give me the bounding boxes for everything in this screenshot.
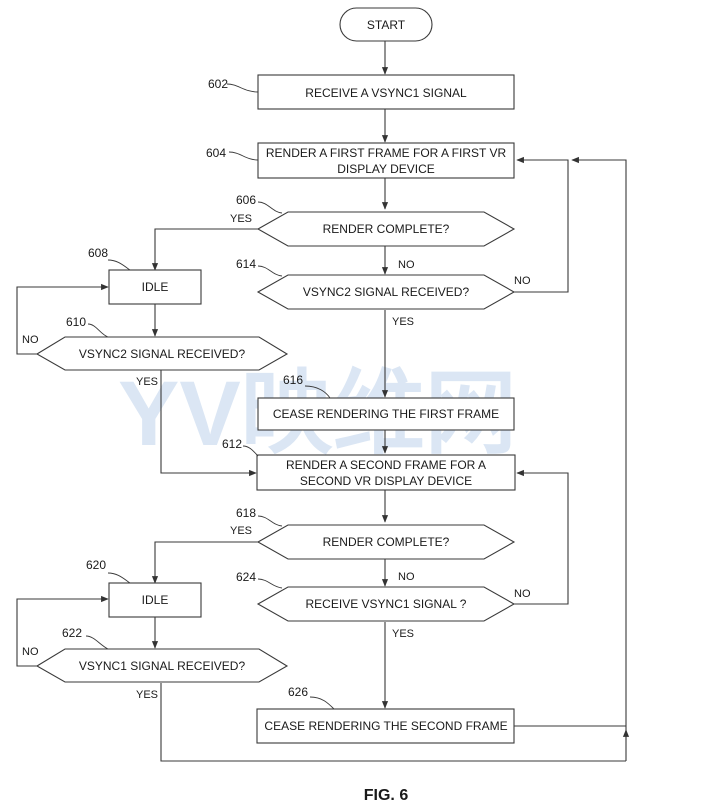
label-622-yes: YES [136, 689, 158, 701]
step-608-ref: 608 [88, 246, 108, 260]
step-620: IDLE 620 [86, 558, 202, 618]
label-606-no: NO [398, 259, 415, 271]
step-616-label: CEASE RENDERING THE FIRST FRAME [273, 407, 499, 421]
step-620-ref: 620 [86, 558, 106, 572]
edge-610-612 [160, 370, 257, 477]
edge-606-608 [151, 228, 258, 271]
decision-618-leader [257, 515, 283, 527]
decision-624-ref: 624 [236, 570, 256, 584]
step-612-label-line-1: RENDER A SECOND FRAME FOR A [286, 458, 486, 472]
edge-624-612 [513, 469, 569, 605]
edge-labels: YES NO NO YES NO YES YES NO NO YES NO YE… [22, 213, 531, 701]
decision-610-label: VSYNC2 SIGNAL RECEIVED? [79, 347, 246, 361]
start-shape [339, 7, 433, 42]
label-624-no: NO [514, 588, 531, 600]
step-612-ref: 612 [222, 437, 242, 451]
step-626: CEASE RENDERING THE SECOND FRAME 626 [256, 685, 515, 744]
decision-618-ref: 618 [236, 506, 256, 520]
edge-return-604 [571, 156, 627, 761]
decision-622-ref: 622 [62, 626, 82, 640]
step-608-box [108, 269, 202, 305]
decision-618-shape [256, 524, 516, 560]
step-604-label-line-2: DISPLAY DEVICE [337, 162, 435, 176]
edge-614-604 [513, 156, 569, 293]
step-626-label: CEASE RENDERING THE SECOND FRAME [264, 719, 507, 733]
start-node: START [339, 7, 433, 42]
step-612-leader [242, 445, 259, 457]
step-620-box [108, 582, 202, 618]
step-604-label-line-1: RENDER A FIRST FRAME FOR A FIRST VR [266, 146, 507, 160]
step-616-box [257, 397, 515, 431]
decision-614: VSYNC2 SIGNAL RECEIVED? 614 [236, 257, 516, 310]
decision-614-shape [256, 274, 516, 310]
step-616-ref: 616 [283, 373, 303, 387]
edge-622-620 [16, 595, 109, 667]
label-622-no: NO [22, 646, 39, 658]
step-612-label-line-2: SECOND VR DISPLAY DEVICE [300, 474, 472, 488]
decision-622: VSYNC1 SIGNAL RECEIVED? 622 [35, 626, 289, 683]
decision-624: RECEIVE VSYNC1 SIGNAL ? 624 [236, 570, 516, 622]
start-label: START [367, 18, 406, 32]
step-602-leader [226, 83, 259, 93]
decision-624-shape [256, 586, 516, 622]
step-604-ref: 604 [206, 146, 226, 160]
decision-622-shape [35, 648, 289, 683]
step-608-label: IDLE [142, 280, 169, 294]
step-608-leader [107, 259, 131, 271]
edges [16, 41, 630, 762]
step-602-ref: 602 [208, 77, 228, 91]
step-604-box [257, 142, 515, 179]
decision-606-shape [256, 211, 516, 247]
label-606-yes: YES [230, 213, 252, 225]
decision-606-leader [257, 201, 283, 214]
step-612: RENDER A SECOND FRAME FOR A SECOND VR DI… [222, 437, 516, 491]
step-620-label: IDLE [142, 593, 169, 607]
decision-618-label: RENDER COMPLETE? [323, 535, 450, 549]
decision-624-label: RECEIVE VSYNC1 SIGNAL ? [306, 597, 467, 611]
figure-label: FIG. 6 [364, 787, 409, 804]
decision-606-ref: 606 [236, 193, 256, 207]
decision-622-leader [85, 635, 109, 650]
decision-624-leader [257, 578, 283, 589]
step-602-box [257, 74, 515, 110]
label-614-no: NO [514, 275, 531, 287]
step-620-leader [107, 572, 131, 584]
label-618-yes: YES [230, 525, 252, 537]
step-608: IDLE 608 [88, 246, 202, 305]
label-624-yes: YES [392, 628, 414, 640]
step-602: RECEIVE A VSYNC1 SIGNAL 602 [208, 74, 515, 110]
step-626-ref: 626 [288, 685, 308, 699]
decision-614-label: VSYNC2 SIGNAL RECEIVED? [303, 285, 470, 299]
step-626-box [256, 708, 515, 744]
label-614-yes: YES [392, 316, 414, 328]
label-610-no: NO [22, 334, 39, 346]
decision-614-leader [257, 265, 283, 277]
label-618-no: NO [398, 571, 415, 583]
step-602-label: RECEIVE A VSYNC1 SIGNAL [305, 86, 467, 100]
decision-622-label: VSYNC1 SIGNAL RECEIVED? [79, 659, 246, 673]
step-626-leader [309, 696, 335, 710]
edge-610-608 [16, 283, 109, 355]
step-616: CEASE RENDERING THE FIRST FRAME 616 [257, 373, 515, 431]
decision-610-ref: 610 [66, 315, 86, 329]
decision-618: RENDER COMPLETE? 618 [236, 506, 516, 560]
decision-610-shape [35, 336, 289, 371]
step-612-box [256, 454, 516, 491]
step-616-leader [304, 385, 331, 399]
step-604: RENDER A FIRST FRAME FOR A FIRST VR DISP… [206, 142, 515, 179]
decision-606-label: RENDER COMPLETE? [323, 222, 450, 236]
edge-622-return [160, 683, 626, 762]
step-604-leader [228, 151, 259, 161]
label-610-yes: YES [136, 376, 158, 388]
decision-610: VSYNC2 SIGNAL RECEIVED? 610 [35, 315, 289, 371]
edge-618-620 [151, 541, 258, 584]
decision-614-ref: 614 [236, 257, 256, 271]
decision-610-leader [87, 323, 109, 338]
decision-606: RENDER COMPLETE? 606 [236, 193, 516, 247]
